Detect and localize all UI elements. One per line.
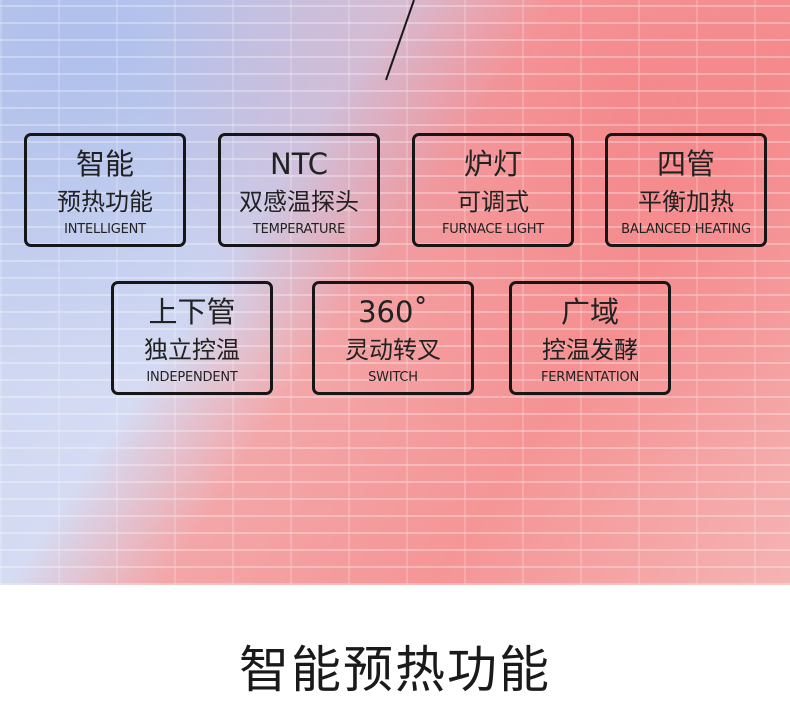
feature-title: 上下管: [148, 295, 236, 329]
feature-subtitle: 独立控温: [144, 336, 240, 364]
feature-english: BALANCED HEATING: [621, 222, 751, 237]
feature-badge-fermentation: 广域 控温发酵 FERMENTATION: [509, 281, 671, 395]
feature-badge-switch: 360˚ 灵动转叉 SWITCH: [312, 281, 474, 395]
feature-subtitle: 双感温探头: [239, 188, 359, 216]
feature-subtitle: 可调式: [457, 188, 529, 216]
color-glow: [0, 0, 790, 585]
feature-english: FURNACE LIGHT: [441, 222, 545, 237]
feature-subtitle: 控温发酵: [542, 336, 638, 364]
feature-title: 四管: [656, 147, 715, 181]
feature-title: 炉灯: [463, 147, 522, 181]
feature-badge-temperature: NTC 双感温探头 TEMPERATURE: [218, 133, 380, 247]
feature-badge-independent: 上下管 独立控温 INDEPENDENT: [111, 281, 273, 395]
feature-title: 广域: [560, 295, 619, 329]
feature-english: INDEPENDENT: [146, 370, 238, 385]
feature-english: TEMPERATURE: [252, 222, 346, 237]
feature-english: INTELLIGENT: [64, 222, 146, 237]
feature-badge-furnace-light: 炉灯 可调式 FURNACE LIGHT: [412, 133, 574, 247]
section-title: 智能预热功能: [239, 641, 551, 699]
brick-wall-texture: [0, 0, 790, 585]
feature-subtitle: 灵动转叉: [345, 336, 441, 364]
feature-badge-balanced-heating: 四管 平衡加热 BALANCED HEATING: [605, 133, 767, 247]
feature-english: SWITCH: [368, 370, 418, 385]
feature-english: FERMENTATION: [540, 370, 640, 385]
feature-badge-intelligent: 智能 预热功能 INTELLIGENT: [24, 133, 186, 247]
feature-title: NTC: [270, 147, 328, 181]
divider-line-icon: [385, 0, 415, 81]
feature-subtitle: 平衡加热: [638, 188, 734, 216]
feature-title: 智能: [75, 147, 134, 181]
hero-banner: 智能 预热功能 INTELLIGENT NTC 双感温探头 TEMPERATUR…: [0, 0, 790, 585]
feature-title: 360˚: [358, 295, 428, 329]
feature-subtitle: 预热功能: [57, 188, 153, 216]
